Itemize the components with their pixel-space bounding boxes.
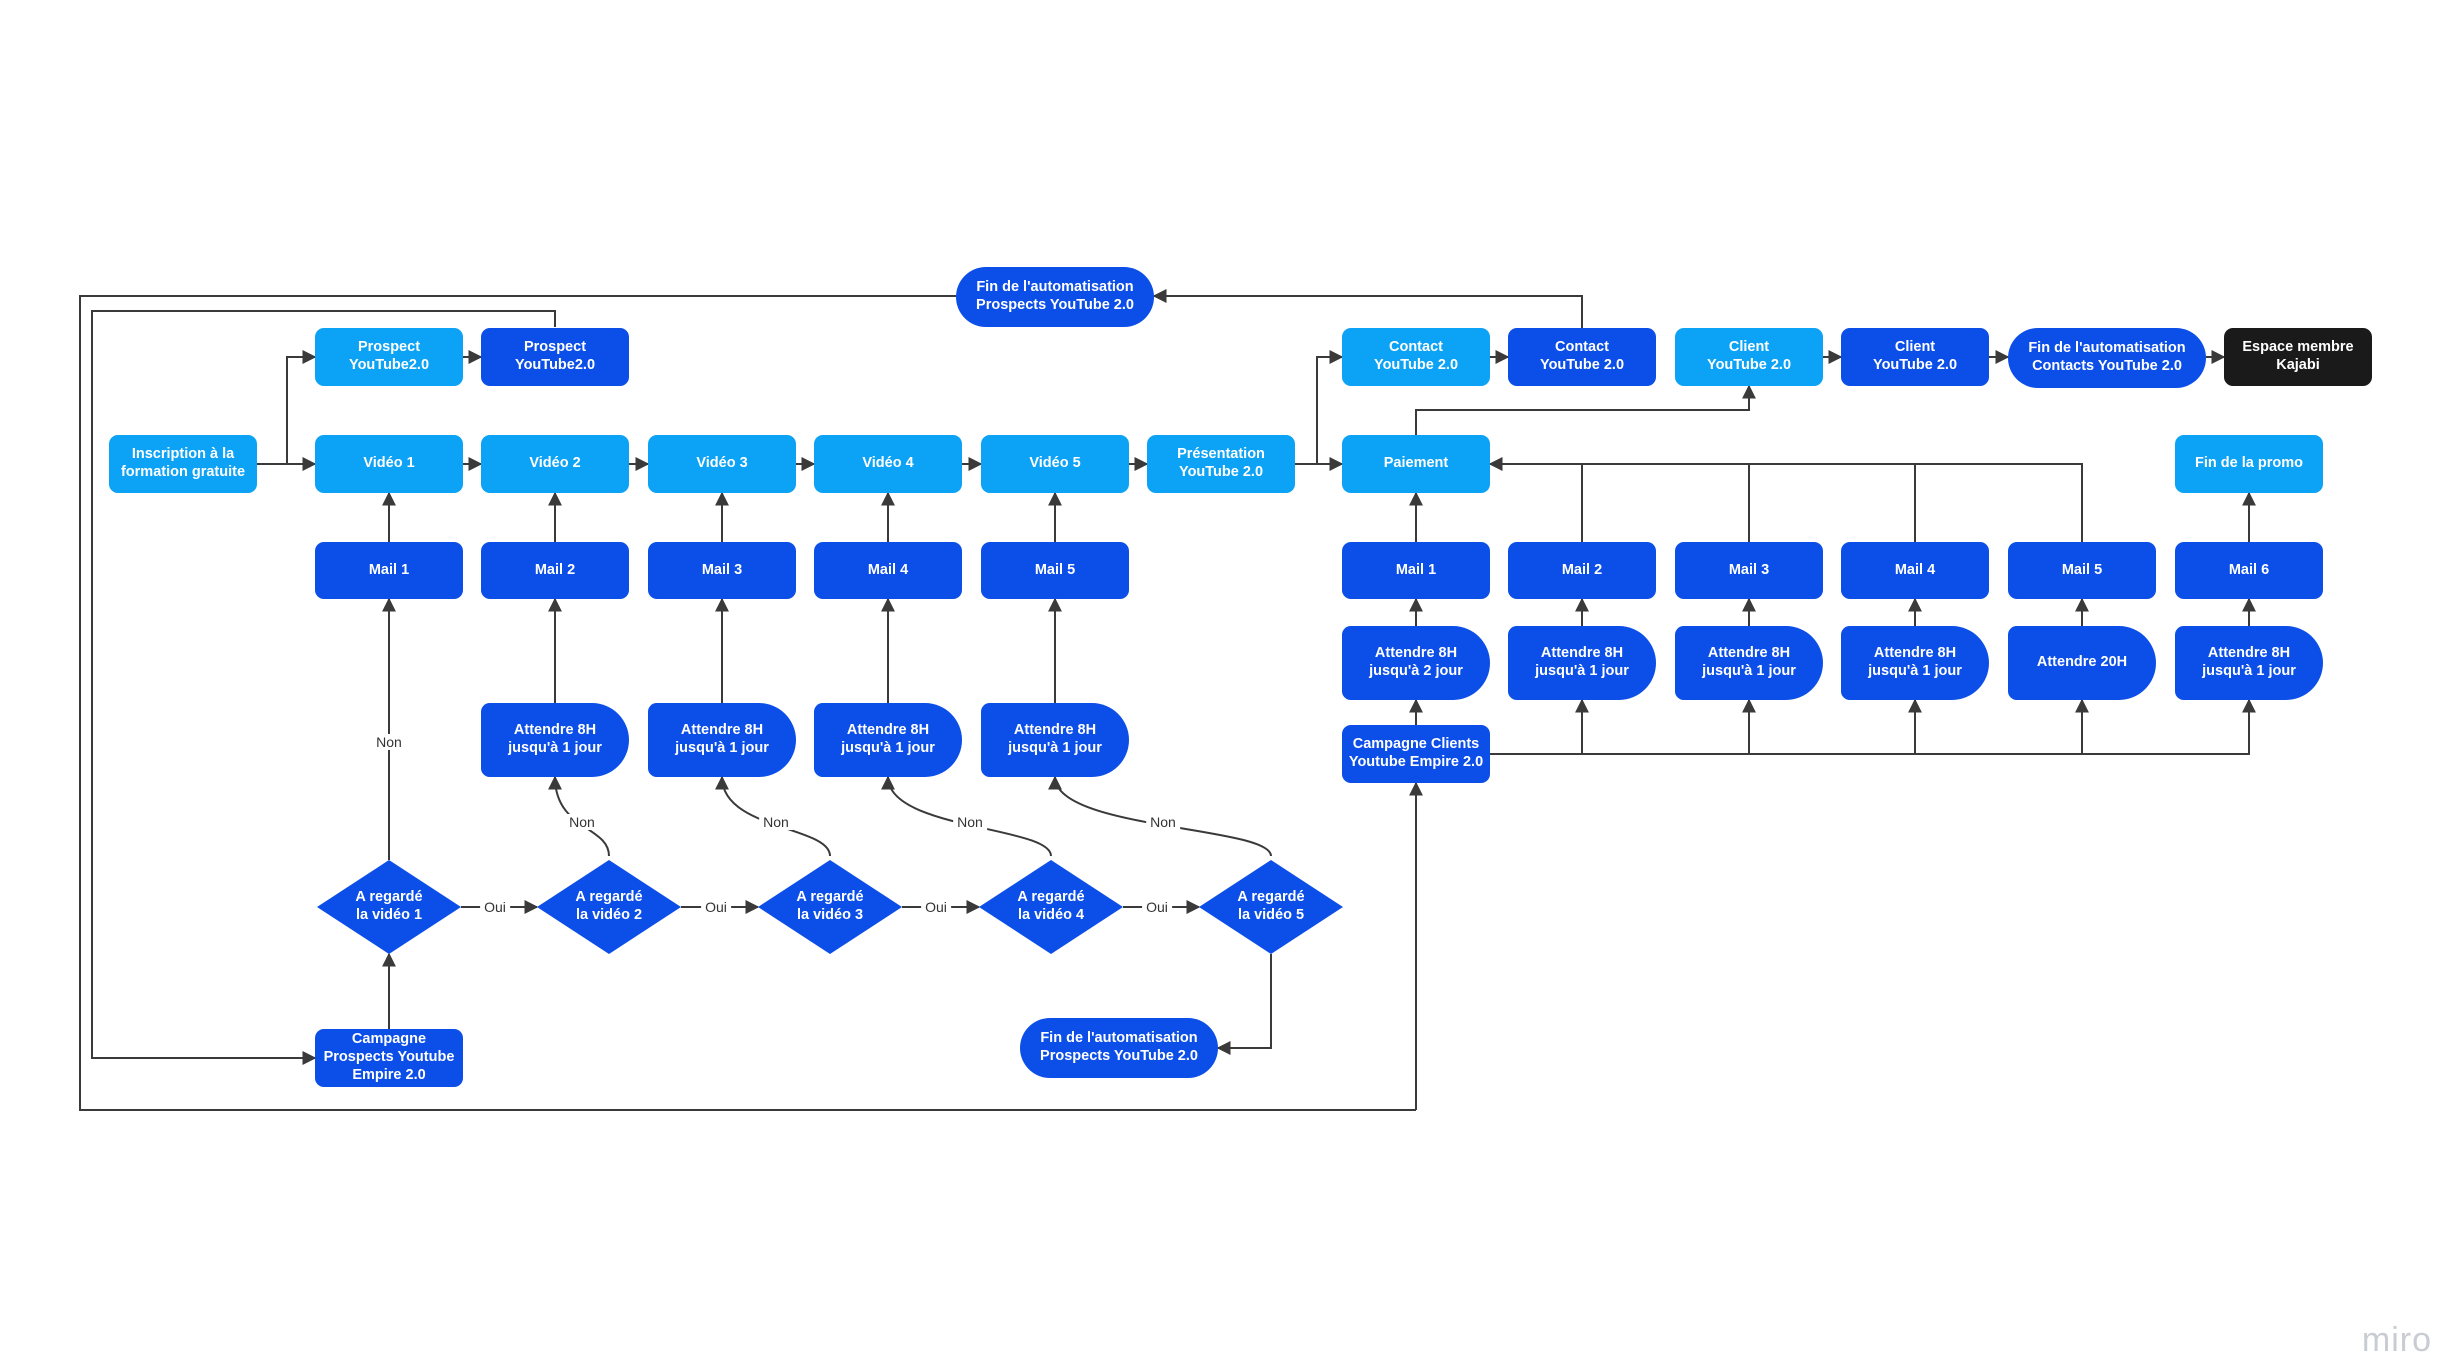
- decision-diamond-4[interactable]: [979, 860, 1123, 954]
- mail-node-2[interactable]: Mail 2: [481, 542, 629, 599]
- connector-35: [1216, 954, 1272, 1055]
- prospect-node-1[interactable]: Prospect YouTube2.0: [315, 328, 463, 386]
- video-node-2[interactable]: Vidéo 2: [481, 435, 629, 493]
- wait-node-3[interactable]: Attendre 8H jusqu'à 1 jour: [648, 703, 796, 777]
- contact-node-2[interactable]: Contact YouTube 2.0: [1508, 328, 1656, 386]
- client-mail-node-1[interactable]: Mail 1: [1342, 542, 1490, 599]
- connector-14: [1152, 289, 1583, 328]
- decision-label-2: A regardé la vidéo 2: [575, 889, 643, 923]
- decision-label-3: A regardé la vidéo 3: [796, 889, 864, 923]
- client-node-2[interactable]: Client YouTube 2.0: [1841, 328, 1989, 386]
- decision-diamond-5[interactable]: [1199, 860, 1343, 954]
- wait-node-5[interactable]: Attendre 8H jusqu'à 1 jour: [981, 703, 1129, 777]
- client-mail-node-4[interactable]: Mail 4: [1841, 542, 1989, 599]
- edge-label-oui: Oui: [1142, 899, 1172, 915]
- edge-label-oui: Oui: [921, 899, 951, 915]
- paiement-node[interactable]: Paiement: [1342, 435, 1490, 493]
- connector-36: [91, 310, 556, 1065]
- decision-diamond-1[interactable]: [317, 860, 461, 954]
- mail-node-1[interactable]: Mail 1: [315, 542, 463, 599]
- connector-51: [1490, 698, 2256, 755]
- mail-node-4[interactable]: Mail 4: [814, 542, 962, 599]
- fin-automatisation-contacts[interactable]: Fin de l'automatisation Contacts YouTube…: [2008, 328, 2206, 388]
- edge-label-non: Non: [1146, 814, 1180, 830]
- client-wait-node-2[interactable]: Attendre 8H jusqu'à 1 jour: [1508, 626, 1656, 700]
- video-node-3[interactable]: Vidéo 3: [648, 435, 796, 493]
- video-node-4[interactable]: Vidéo 4: [814, 435, 962, 493]
- decision-diamond-2[interactable]: [537, 860, 681, 954]
- video-node-1[interactable]: Vidéo 1: [315, 435, 463, 493]
- edge-label-non: Non: [953, 814, 987, 830]
- client-wait-node-5[interactable]: Attendre 20H: [2008, 626, 2156, 700]
- connector-9: [1316, 350, 1344, 464]
- connector-37: [79, 295, 1416, 1111]
- fin-automatisation-bottom[interactable]: Fin de l'automatisation Prospects YouTub…: [1020, 1018, 1218, 1078]
- decision-label-5: A regardé la vidéo 5: [1237, 889, 1305, 923]
- mail-node-5[interactable]: Mail 5: [981, 542, 1129, 599]
- edge-label-non: Non: [372, 734, 406, 750]
- connector-41: [1581, 463, 2083, 542]
- edge-label-non: Non: [565, 814, 599, 830]
- campagne-prospects-node[interactable]: Campagne Prospects Youtube Empire 2.0: [315, 1029, 463, 1087]
- client-mail-node-2[interactable]: Mail 2: [1508, 542, 1656, 599]
- mail-node-3[interactable]: Mail 3: [648, 542, 796, 599]
- client-mail-node-3[interactable]: Mail 3: [1675, 542, 1823, 599]
- espace-membre-node[interactable]: Espace membre Kajabi: [2224, 328, 2372, 386]
- edge-label-oui: Oui: [701, 899, 731, 915]
- miro-watermark: miro: [2361, 1321, 2432, 1359]
- contact-node-1[interactable]: Contact YouTube 2.0: [1342, 328, 1490, 386]
- wait-node-2[interactable]: Attendre 8H jusqu'à 1 jour: [481, 703, 629, 777]
- client-wait-node-3[interactable]: Attendre 8H jusqu'à 1 jour: [1675, 626, 1823, 700]
- presentation-node[interactable]: Présentation YouTube 2.0: [1147, 435, 1295, 493]
- video-node-5[interactable]: Vidéo 5: [981, 435, 1129, 493]
- client-wait-node-1[interactable]: Attendre 8H jusqu'à 2 jour: [1342, 626, 1490, 700]
- edge-label-oui: Oui: [480, 899, 510, 915]
- client-wait-node-6[interactable]: Attendre 8H jusqu'à 1 jour: [2175, 626, 2323, 700]
- fin-automatisation-top[interactable]: Fin de l'automatisation Prospects YouTub…: [956, 267, 1154, 327]
- decision-label-1: A regardé la vidéo 1: [355, 889, 423, 923]
- decision-diamond-3[interactable]: [758, 860, 902, 954]
- connector-15: [1415, 384, 1756, 435]
- campagne-clients-node[interactable]: Campagne Clients Youtube Empire 2.0: [1342, 725, 1490, 783]
- edge-label-non: Non: [759, 814, 793, 830]
- wait-node-4[interactable]: Attendre 8H jusqu'à 1 jour: [814, 703, 962, 777]
- client-mail-node-6[interactable]: Mail 6: [2175, 542, 2323, 599]
- inscription-node[interactable]: Inscription à la formation gratuite: [109, 435, 257, 493]
- client-mail-node-5[interactable]: Mail 5: [2008, 542, 2156, 599]
- client-wait-node-4[interactable]: Attendre 8H jusqu'à 1 jour: [1841, 626, 1989, 700]
- fin-promo-node[interactable]: Fin de la promo: [2175, 435, 2323, 493]
- connector-7: [286, 350, 317, 464]
- client-node-1[interactable]: Client YouTube 2.0: [1675, 328, 1823, 386]
- decision-label-4: A regardé la vidéo 4: [1017, 889, 1085, 923]
- prospect-node-2[interactable]: Prospect YouTube2.0: [481, 328, 629, 386]
